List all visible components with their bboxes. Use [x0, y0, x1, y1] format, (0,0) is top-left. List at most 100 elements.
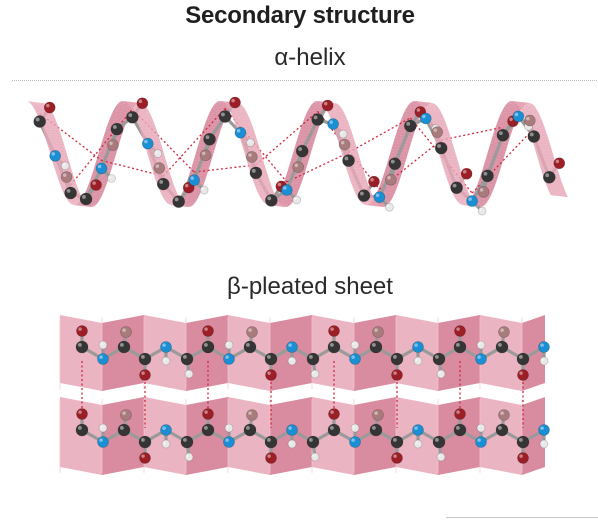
hydrogen-atom: [310, 369, 320, 379]
nitrogen-atom: [419, 112, 432, 125]
nitrogen-atom: [538, 424, 550, 436]
nitrogen-atom: [349, 353, 361, 365]
alpha-helix-label: α-helix: [274, 44, 346, 71]
oxygen-atom: [460, 167, 473, 180]
hydrogen-atom: [287, 439, 297, 449]
carbon-atom: [117, 423, 131, 437]
side-chain-atom: [120, 326, 132, 338]
oxygen-atom: [391, 369, 403, 381]
nitrogen-atom: [475, 436, 487, 448]
carbon-atom: [249, 166, 263, 180]
side-chain-atom: [246, 151, 258, 163]
oxygen-atom: [139, 369, 151, 381]
carbon-atom: [264, 352, 278, 366]
carbon-atom: [516, 352, 530, 366]
oxygen-atom: [76, 325, 88, 337]
oxygen-atom: [76, 408, 88, 420]
carbon-atom: [516, 435, 530, 449]
hydrogen-atom: [350, 423, 360, 433]
side-chain-atom: [524, 114, 536, 127]
oxygen-atom: [202, 408, 214, 420]
carbon-atom: [110, 122, 124, 136]
nitrogen-atom: [412, 341, 424, 353]
hydrogen-atom: [98, 340, 108, 350]
nitrogen-atom: [280, 184, 293, 196]
oxygen-atom: [454, 408, 466, 420]
nitrogen-atom: [234, 126, 247, 139]
carbon-atom: [264, 435, 278, 449]
nitrogen-atom: [95, 162, 108, 175]
nitrogen-atom: [160, 424, 172, 436]
alpha-helix-diagram: [25, 96, 568, 216]
covalent-bond: [485, 133, 505, 178]
nitrogen-atom: [223, 436, 235, 448]
nitrogen-atom: [475, 353, 487, 365]
nitrogen-atom: [97, 436, 109, 448]
nitrogen-atom: [160, 341, 172, 353]
sheet-ribbons: [59, 315, 545, 475]
side-chain-atom: [199, 149, 212, 162]
carbon-atom: [542, 170, 556, 184]
oxygen-atom: [90, 179, 102, 191]
oxygen-atom: [328, 325, 340, 337]
side-chain-atom: [338, 138, 351, 151]
hydrogen-bond: [441, 126, 504, 141]
carbon-atom: [306, 352, 320, 366]
side-chain-atom: [292, 161, 305, 173]
carbon-atom: [450, 181, 463, 195]
oxygen-atom: [517, 369, 529, 381]
side-chain-atom: [120, 409, 132, 421]
side-chain-atom: [498, 326, 510, 338]
oxygen-atom: [321, 99, 334, 112]
oxygen-atom: [265, 452, 277, 464]
carbon-atom: [453, 340, 467, 354]
carbon-atom: [243, 423, 257, 437]
carbon-atom: [295, 144, 309, 158]
side-chain-atom: [498, 409, 510, 421]
carbon-atom: [201, 340, 215, 354]
oxygen-atom: [368, 175, 380, 188]
hydrogen-atom: [107, 174, 116, 183]
hydrogen-atom: [98, 423, 108, 433]
covalent-bond: [393, 124, 412, 166]
side-chain-atom: [477, 186, 490, 198]
side-chain-atom: [107, 139, 119, 151]
hydrogen-atom: [476, 340, 486, 350]
side-chain-atom: [246, 409, 258, 421]
carbon-atom: [138, 352, 152, 366]
carbon-atom: [527, 130, 541, 143]
nitrogen-atom: [97, 353, 109, 365]
nitrogen-atom: [286, 341, 298, 353]
carbon-atom: [342, 154, 355, 167]
carbon-atom: [404, 119, 417, 133]
hydrogen-atom: [161, 356, 171, 366]
hydrogen-atom: [477, 206, 487, 216]
hydrogen-atom: [476, 423, 486, 433]
carbon-atom: [327, 340, 341, 354]
nitrogen-atom: [286, 424, 298, 436]
carbon-atom: [138, 435, 152, 449]
oxygen-atom: [136, 97, 149, 110]
hydrogen-atom: [199, 185, 209, 195]
carbon-atom: [126, 110, 139, 124]
hydrogen-atom: [385, 202, 394, 212]
section-divider: [12, 80, 597, 81]
oxygen-atom: [517, 452, 529, 464]
footer-rule: [446, 517, 598, 518]
carbon-atom: [357, 189, 371, 202]
carbon-atom: [180, 352, 194, 366]
carbon-atom: [306, 435, 320, 449]
hydrogen-atom: [60, 161, 70, 171]
carbon-atom: [390, 435, 404, 449]
carbon-atom: [453, 423, 467, 437]
nitrogen-atom: [349, 436, 361, 448]
hydrogen-atom: [338, 129, 348, 139]
beta-sheet-diagram: [59, 315, 550, 475]
side-chain-atom: [246, 326, 258, 338]
oxygen-atom: [553, 157, 566, 170]
hydrogen-bond: [70, 108, 133, 186]
hydrogen-atom: [224, 423, 234, 433]
beta-sheet-label: β-pleated sheet: [227, 273, 393, 300]
nitrogen-atom: [512, 110, 525, 123]
hydrogen-atom: [287, 356, 297, 366]
